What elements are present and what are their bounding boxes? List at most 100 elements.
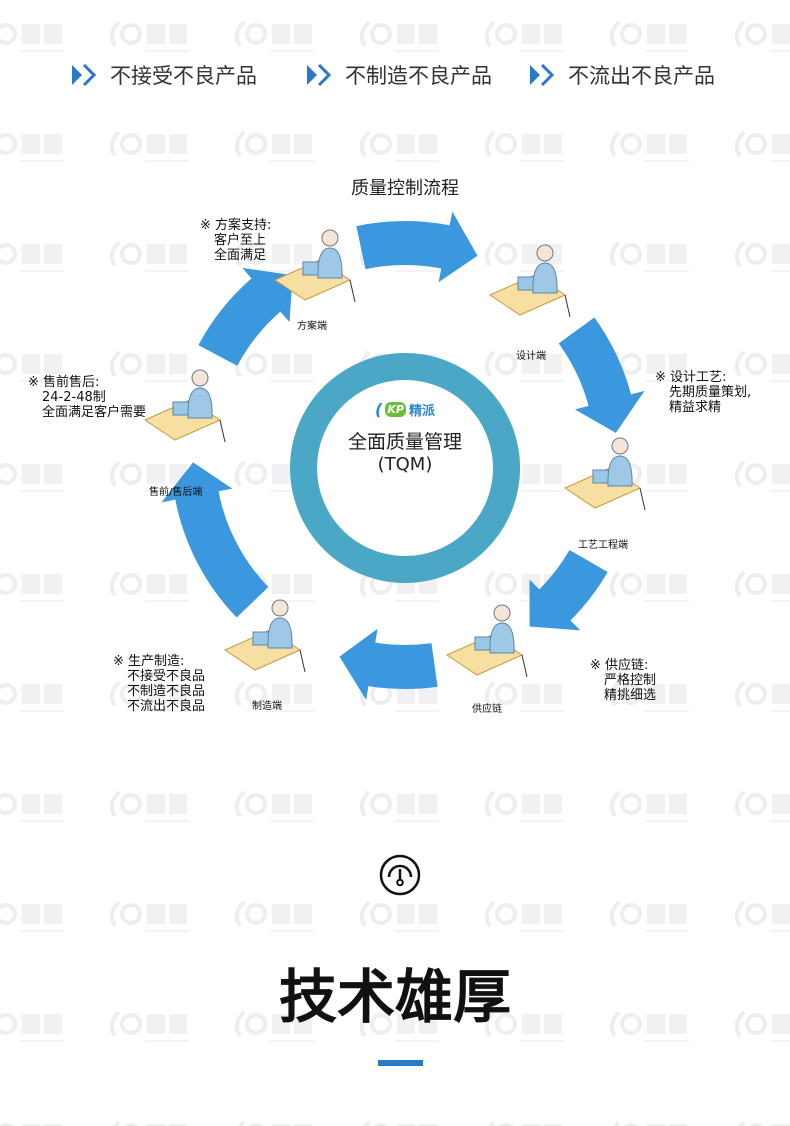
watermark-mark [734, 790, 790, 822]
worker-station-icon [488, 244, 571, 318]
title-underline [378, 1060, 423, 1066]
watermark-mark [738, 1120, 790, 1126]
watermark-mark [613, 1120, 687, 1126]
watermark-mark [609, 900, 689, 932]
note-line: ※ 供应链: [590, 658, 649, 673]
watermark-mark [0, 793, 64, 822]
note-line: ※ 售前售后: [28, 375, 100, 390]
watermark-mark [734, 1010, 790, 1042]
station-label-supply: 供应链 [472, 704, 502, 715]
flow-arrow [529, 550, 608, 631]
watermark-mark [234, 20, 314, 52]
flow-arrow [339, 628, 438, 700]
worker-station-icon [273, 229, 356, 303]
note-process: ※ 设计工艺: 先期质量策划, 精益求精 [655, 370, 751, 415]
note-line: ※ 方案支持: [200, 218, 272, 233]
flow-arrow [558, 317, 645, 433]
watermark-mark [234, 240, 314, 272]
station-label-service: 售前/售后端 [149, 487, 203, 498]
watermark-mark [0, 133, 64, 162]
slogan-3: 不流出不良产品 [528, 60, 715, 90]
watermark-mark [0, 243, 64, 272]
slogan-text: 不接受不良产品 [110, 64, 257, 88]
watermark-mark [609, 680, 689, 712]
chevron-right-icon [530, 64, 555, 86]
note-line: ※ 设计工艺: [655, 370, 727, 385]
watermark-mark [109, 460, 189, 492]
watermark-mark [234, 1010, 314, 1042]
flow-diagram [143, 211, 646, 700]
watermark-mark [484, 680, 564, 712]
watermark-mark [734, 460, 790, 492]
watermark-mark [0, 1123, 62, 1126]
flow-arrow [198, 267, 293, 366]
watermark-mark [109, 570, 189, 602]
worker-station-icon [143, 369, 226, 443]
watermark-mark [734, 350, 790, 382]
watermark-mark [609, 20, 689, 52]
watermark-mark [484, 350, 564, 382]
note-manufacturing: ※ 生产制造: 不接受不良品 不制造不良品 不流出不良品 [113, 654, 205, 714]
watermark-mark [609, 1010, 689, 1042]
watermark-mark [734, 240, 790, 272]
station-label-process: 工艺工程端 [578, 540, 628, 551]
watermark-mark [484, 20, 564, 52]
slogan-2: 不制造不良产品 [305, 60, 492, 90]
watermark-mark [359, 130, 439, 162]
watermark-mark [359, 680, 439, 712]
watermark-mark [0, 903, 64, 932]
worker-station-icon [563, 437, 646, 511]
note-solution: ※ 方案支持: 客户至上 全面满足 [200, 218, 271, 263]
slogan-1: 不接受不良产品 [70, 60, 257, 90]
watermark-mark [734, 900, 790, 932]
tqm-subtitle: (TQM) [377, 454, 433, 475]
station-label-solution: 方案端 [297, 321, 327, 332]
watermark-mark [0, 353, 64, 382]
watermark-mark [234, 130, 314, 162]
watermark-mark [113, 1120, 187, 1126]
note-line: 24-2-48制 [42, 390, 106, 405]
watermark-mark [234, 350, 314, 382]
section-title: 技术雄厚 [278, 963, 511, 1031]
station-label-design: 设计端 [516, 351, 546, 362]
watermark-mark [0, 463, 64, 492]
watermark-mark [0, 23, 64, 52]
watermark-mark [359, 900, 439, 932]
watermark-mark [484, 790, 564, 822]
note-line: ※ 生产制造: [113, 654, 185, 669]
watermark-mark [109, 20, 189, 52]
watermark-mark [609, 790, 689, 822]
watermark-mark [484, 1010, 564, 1042]
note-line: 精挑细选 [604, 688, 657, 703]
logo-text: 精派 [408, 404, 435, 419]
watermark-mark [734, 20, 790, 52]
note-line: 精益求精 [669, 400, 722, 415]
watermark-mark [0, 683, 64, 712]
watermark-mark [109, 790, 189, 822]
flow-arrow [356, 211, 478, 283]
watermark-mark [488, 1120, 562, 1126]
watermark-mark [238, 1120, 312, 1126]
note-line: 不制造不良品 [127, 684, 206, 699]
logo-mark: KP [385, 402, 406, 417]
chevron-right-icon [307, 64, 332, 86]
worker-station-icon [445, 604, 528, 678]
note-line: 不接受不良品 [127, 669, 206, 684]
chevron-right-icon [72, 64, 97, 86]
flow-arrow [161, 462, 269, 618]
note-line: 全面满足客户需要 [42, 405, 147, 420]
watermark-mark [609, 240, 689, 272]
slogan-text: 不制造不良产品 [345, 64, 492, 88]
note-line: 先期质量策划, [669, 385, 752, 400]
watermark-mark [0, 1013, 64, 1042]
note-line: 全面满足 [214, 248, 267, 263]
tqm-title: 全面质量管理 [347, 431, 462, 453]
watermark-mark [234, 680, 314, 712]
note-line: 严格控制 [604, 673, 657, 688]
watermark-mark [734, 680, 790, 712]
gauge-icon [379, 854, 421, 896]
watermark-mark [609, 570, 689, 602]
watermark-mark [109, 240, 189, 272]
